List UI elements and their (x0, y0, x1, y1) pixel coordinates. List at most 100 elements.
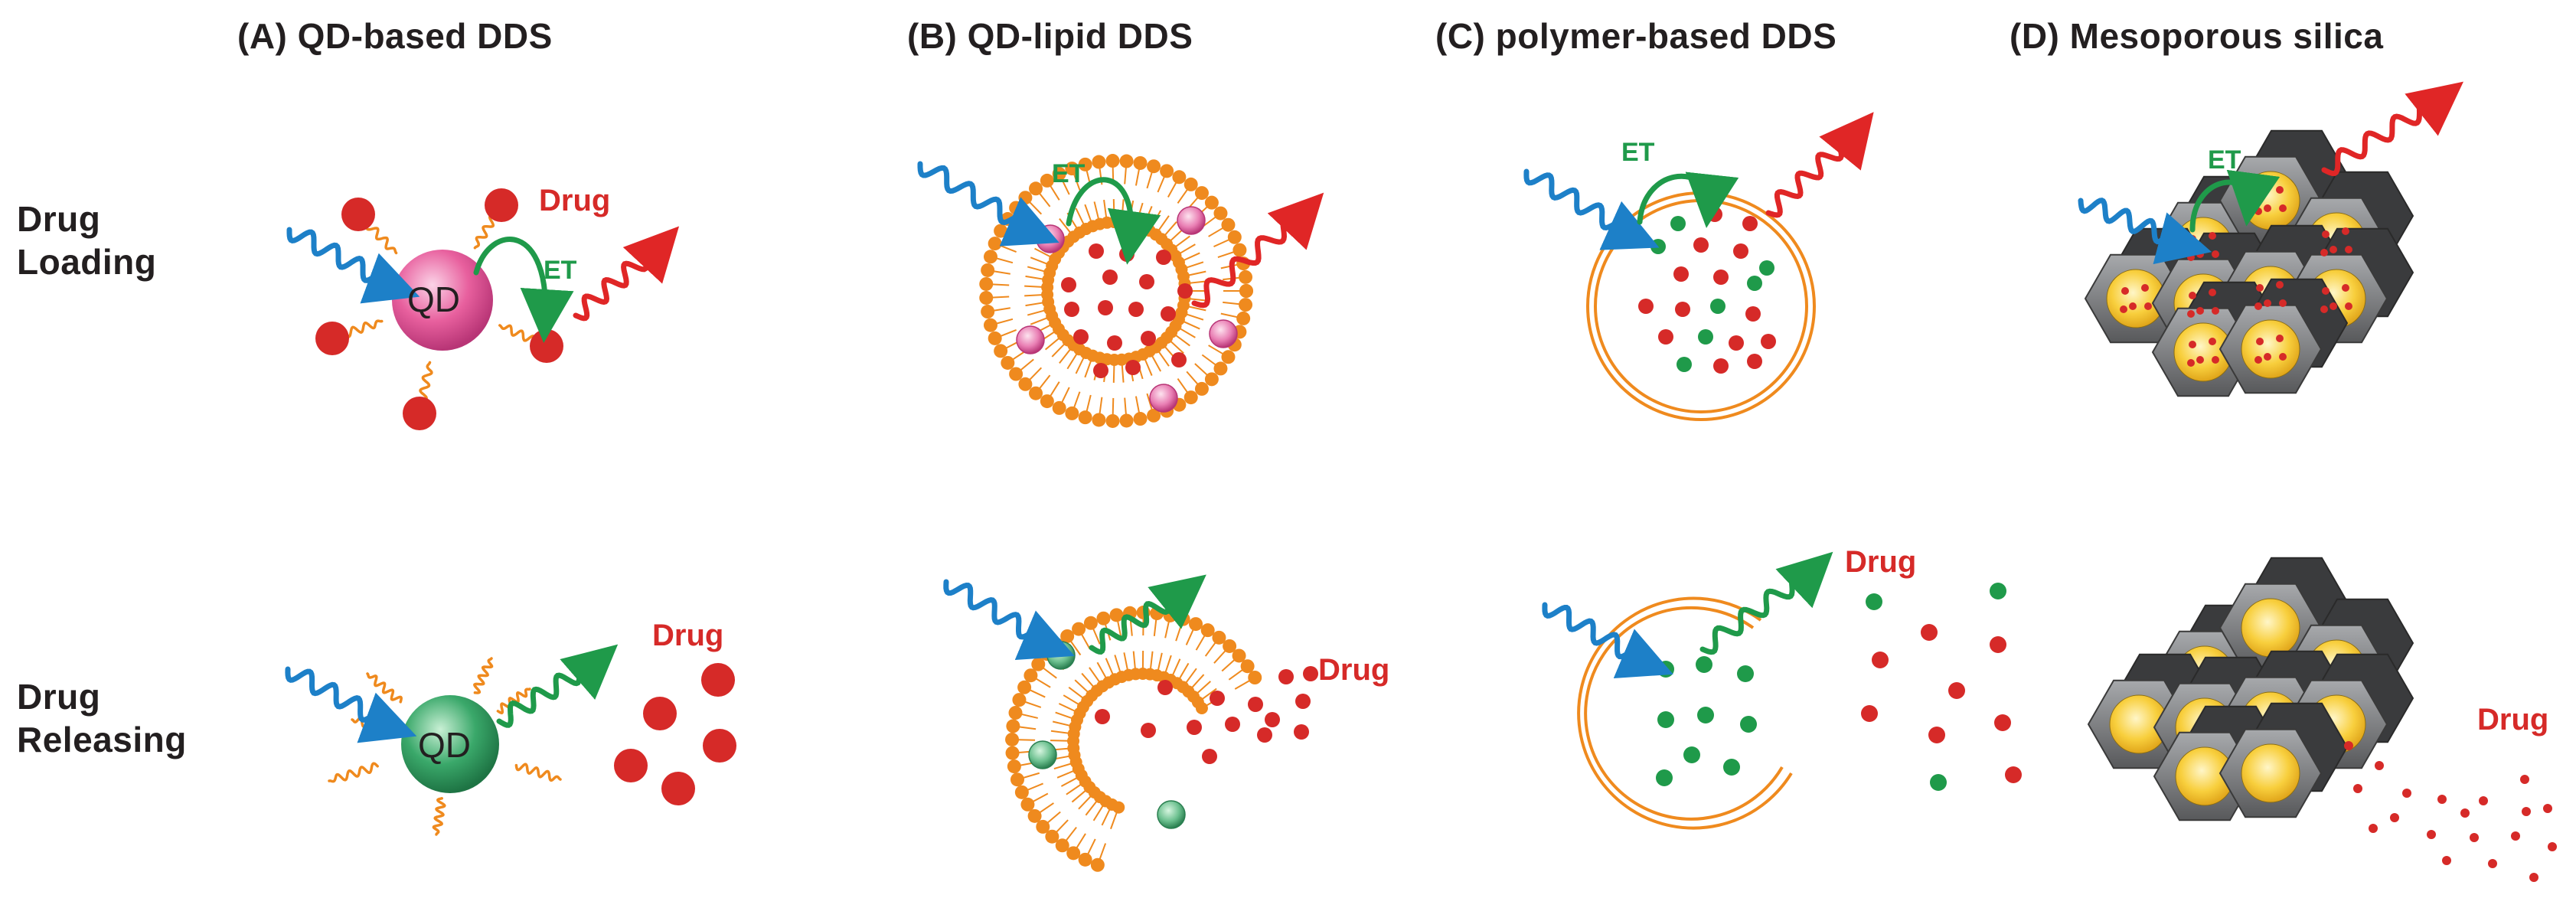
lipid-bilayer-b-loading-head (1105, 154, 1119, 168)
lipid-bilayer-b-loading-head (1133, 156, 1147, 170)
drug-label-b-releasing: Drug (1318, 653, 1389, 688)
released-drug-a (701, 663, 735, 697)
drug-molecule-d-loading (2196, 250, 2204, 258)
lipid-bilayer-b-loading-head (981, 305, 994, 318)
drug-molecule-d-loading (2345, 302, 2352, 310)
linker-a-releasing (329, 763, 377, 781)
drug-molecule-a-loading (315, 322, 349, 355)
lipid-bilayer-b-loading-head (1029, 181, 1043, 195)
cargo-molecule-c-loading (1675, 302, 1690, 317)
released-cargo-c-inside (1696, 656, 1712, 673)
drug-molecule-b-loading (1161, 306, 1176, 322)
quantum-dot-b-loading (1210, 320, 1237, 348)
drug-molecule-b-loading (1089, 243, 1104, 259)
cargo-molecule-c-loading (1713, 358, 1729, 374)
cargo-molecule-c-loading (1747, 354, 1762, 369)
drug-molecule-d-loading (2129, 302, 2137, 310)
cargo-molecule-c-loading (1742, 216, 1758, 231)
panel-title-a: (A) QD-based DDS (237, 15, 553, 57)
qd-label-a-loading: QD (407, 279, 460, 320)
released-cargo-c-outside (1994, 714, 2011, 731)
released-drug-a (661, 772, 695, 805)
drug-molecule-d-loading (2196, 307, 2204, 315)
drug-molecule-b-loading (1061, 277, 1076, 292)
released-cargo-c-inside (1657, 661, 1674, 678)
excitation-wave-c-loading (1526, 171, 1640, 239)
quantum-dot-b-loading (1017, 326, 1044, 354)
lipid-bilayer-b-loading-head (1018, 191, 1032, 204)
lipid-bilayer-b-loading-head (1239, 284, 1253, 298)
lipid-bilayer-b-releasing-head (1066, 846, 1080, 860)
drug-molecule-d-loading (2212, 250, 2219, 258)
panel-title-b: (B) QD-lipid DDS (907, 15, 1193, 57)
drug-molecule-a-loading (530, 329, 563, 363)
drug-molecule-b-releasing (1294, 724, 1309, 740)
drug-molecule-d-loading (2276, 335, 2284, 342)
drug-molecule-d-loading (2196, 356, 2204, 364)
drug-molecule-b-releasing (1202, 749, 1217, 764)
drug-label-a-loading: Drug (539, 184, 610, 218)
drug-molecule-b-loading (1119, 247, 1135, 262)
lipid-bilayer-b-loading-head (1195, 382, 1209, 396)
drug-molecule-b-loading (1102, 269, 1118, 285)
drug-molecule-d-loading (2187, 310, 2195, 318)
lipid-bilayer-b-loading-head (994, 224, 1007, 238)
lipid-bilayer-b-loading-head (984, 250, 997, 263)
released-cargo-c-inside (1697, 707, 1714, 723)
lipid-bilayer-b-releasing-head (1006, 719, 1020, 733)
drug-molecule-d-loading (2345, 246, 2352, 253)
lipid-bilayer-b-releasing-head (1091, 858, 1105, 872)
drug-molecule-d-loading (2264, 204, 2271, 212)
released-drug-d (2402, 789, 2411, 798)
lipid-bilayer-b-releasing-head (1006, 746, 1020, 760)
lipid-bilayer-b-loading-head (981, 263, 994, 277)
drug-molecule-b-releasing (1248, 697, 1263, 712)
lipid-bilayer-b-releasing-head (1248, 671, 1262, 684)
released-cargo-c-inside (1656, 769, 1673, 786)
drug-molecule-d-loading (2212, 356, 2219, 364)
drug-molecule-b-loading (1139, 274, 1154, 289)
lipid-bilayer-b-releasing-head (1017, 681, 1031, 694)
lipid-bilayer-b-loading-head (1009, 367, 1023, 381)
released-drug-d (2470, 833, 2479, 842)
cargo-molecule-c-loading (1693, 237, 1709, 253)
released-drug-d (2375, 761, 2384, 770)
drug-molecule-b-loading (1098, 300, 1113, 315)
cargo-molecule-c-loading (1710, 299, 1725, 314)
cargo-molecule-c-loading (1759, 260, 1774, 276)
lipid-bilayer-b-loading-head (1079, 410, 1092, 424)
released-cargo-c-outside (1948, 682, 1965, 699)
lipid-bilayer-b-loading-head (1205, 372, 1219, 386)
drug-molecule-d-loading (2141, 284, 2149, 292)
drug-molecule-b-releasing (1295, 694, 1311, 709)
linker-a-releasing (433, 799, 444, 835)
drug-molecule-a-loading (485, 188, 518, 222)
lipid-layer (979, 154, 1262, 872)
drug-molecule-a-loading (341, 198, 375, 231)
drug-molecule-d-loading (2189, 235, 2196, 243)
drug-molecule-d-loading (2212, 307, 2219, 315)
released-cargo-c-inside (1683, 746, 1700, 763)
lipid-bilayer-b-loading-head (1105, 414, 1119, 428)
drug-molecule-b-releasing (1095, 709, 1110, 724)
drug-molecule-d-loading (2256, 284, 2264, 292)
drug-molecule-d-loading (2254, 356, 2262, 364)
emission-wave-a-loading (576, 242, 664, 318)
lipid-bilayer-b-releasing-head (1007, 759, 1021, 773)
emission-wave-c-loading (1768, 129, 1860, 215)
drug-molecule-d-loading (2276, 186, 2284, 194)
row-label-loading: Drug Loading (17, 198, 156, 283)
drug-molecule-d-loading (2322, 230, 2330, 238)
lipid-bilayer-b-loading-head (1239, 270, 1252, 284)
quantum-dot-b-releasing (1029, 741, 1056, 769)
drug-molecule-d-loading (2209, 232, 2216, 240)
drug-molecule-b-loading (1107, 335, 1122, 351)
drug-molecule-b-loading (1156, 250, 1171, 265)
drug-molecule-d-loading (2330, 302, 2337, 310)
drug-molecule-d-loading (2254, 302, 2262, 310)
lipid-bilayer-b-loading-head (1172, 170, 1186, 184)
lipid-bilayer-b-loading-head (1053, 401, 1066, 415)
drug-molecule-d-loading (2209, 338, 2216, 345)
quantum-dot-b-loading (1150, 384, 1177, 412)
released-drug-d (2427, 830, 2436, 839)
